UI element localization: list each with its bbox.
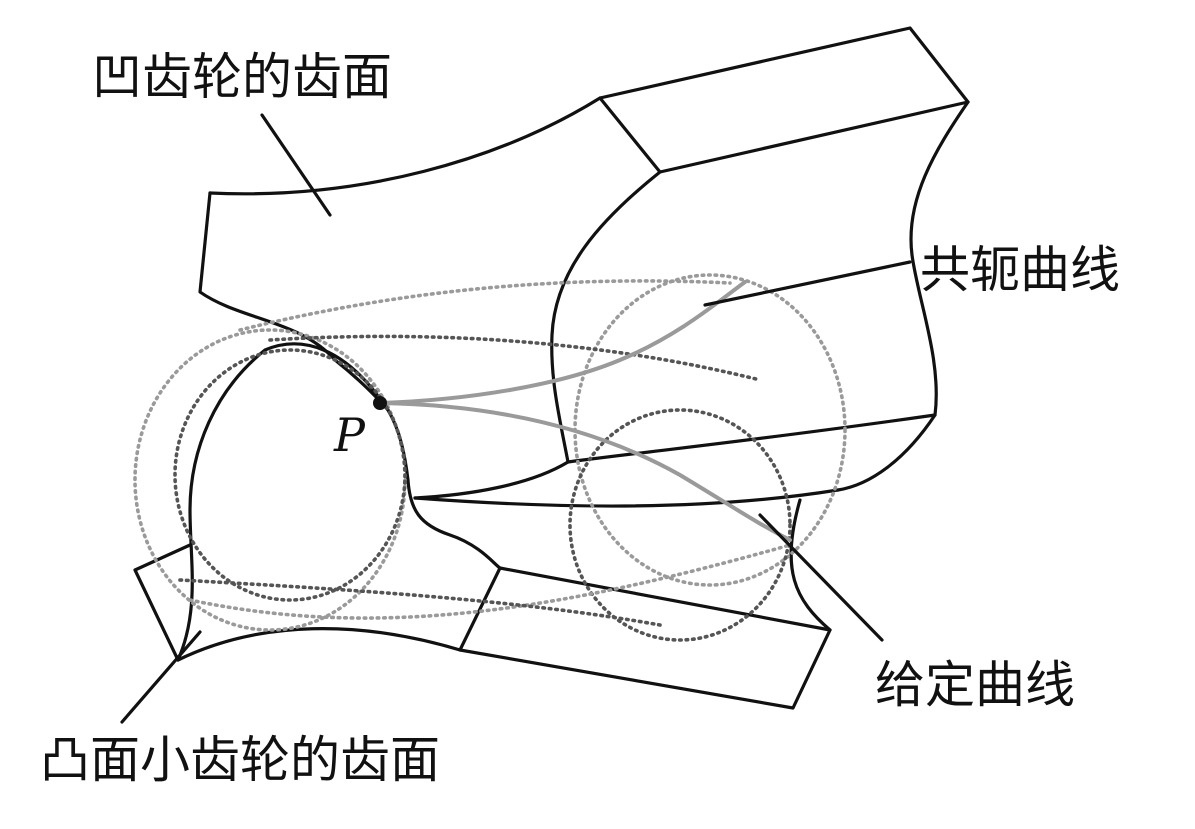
pinion-bottom-face (458, 566, 832, 710)
concave-gear-top-edge (208, 26, 970, 196)
upper-envelope-line (238, 279, 732, 332)
leader-conjugate-curve (703, 260, 912, 307)
label-given-curve: 给定曲线 (875, 656, 1075, 714)
convex-pinion-block (133, 342, 832, 710)
pinion-bottom-front-edge (176, 566, 502, 662)
left-inner-circle (173, 348, 407, 602)
label-contact-point: P (334, 408, 365, 462)
conjugate-curve (378, 280, 747, 405)
right-lower-circle (568, 408, 792, 642)
label-concave-gear-face: 凹齿轮的齿面 (92, 48, 392, 106)
lower-envelope-line (188, 543, 792, 620)
concave-gear-back-edge (566, 413, 937, 464)
pinion-left-face (133, 543, 192, 662)
concave-gear-tooth-flank (413, 170, 662, 500)
middle-envelope-line (268, 334, 762, 382)
leader-concave-face (260, 113, 332, 217)
concave-gear-bottom-edge (413, 488, 840, 508)
leader-convex-face (120, 630, 202, 724)
given-curve (378, 401, 792, 542)
leader-given-curve (758, 513, 884, 642)
concave-gear-block (198, 26, 970, 508)
label-conjugate-curve: 共轭曲线 (920, 241, 1120, 299)
label-convex-pinion-face: 凸面小齿轮的齿面 (40, 731, 440, 789)
pinion-right-flank (789, 498, 832, 632)
concave-gear-right-edge (836, 100, 970, 492)
dotted-circles (133, 273, 847, 642)
contact-point-dot (373, 396, 387, 410)
contact-curves (378, 280, 792, 542)
leader-lines (120, 113, 912, 724)
bottom-envelope-line (178, 578, 662, 627)
pinion-tooth-profile (176, 342, 502, 662)
